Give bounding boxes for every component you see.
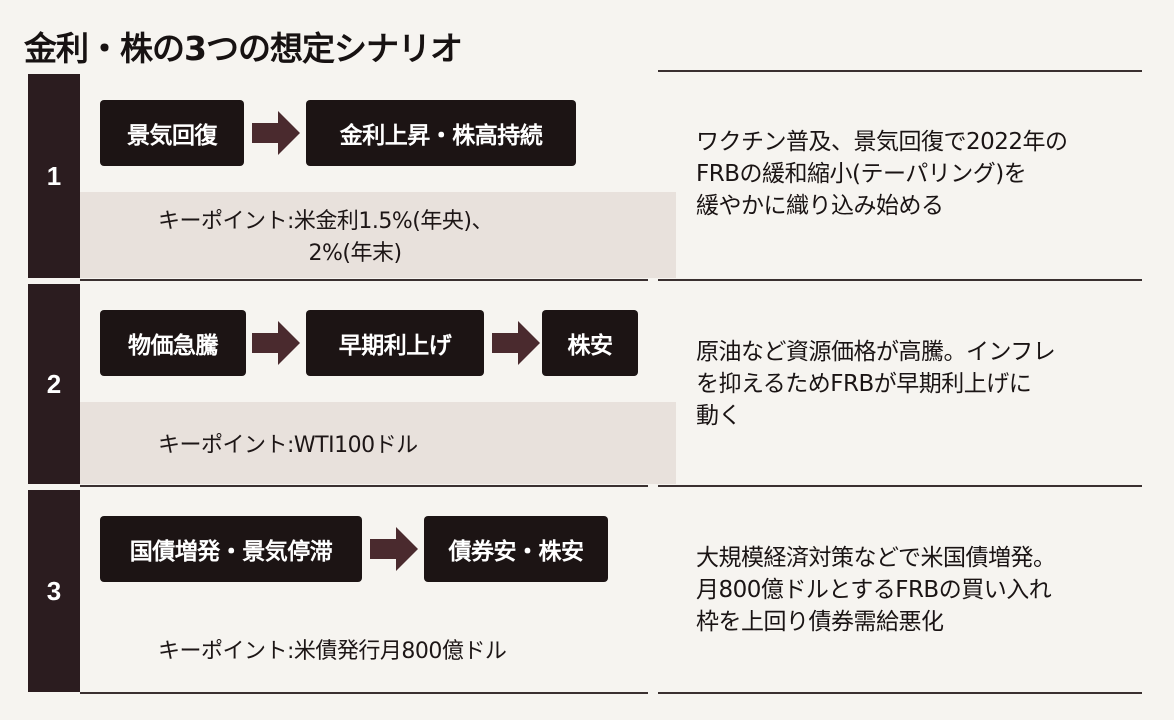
scenario-description: 原油など資源価格が高騰。インフレ を抑えるためFRBが早期利上げに 動く (696, 339, 1056, 429)
arrow-right-icon (252, 321, 300, 365)
keypoint-text: キーポイント:米債発行月800億ドル (158, 639, 507, 664)
divider-2-left (80, 485, 648, 487)
scenario-number: 3 (46, 575, 62, 606)
arrow-right-icon (252, 111, 300, 155)
scenario-number: 2 (46, 368, 62, 399)
scenario-description: 大規模経済対策などで米国債増発。 月800億ドルとするFRBの買い入れ 枠を上回… (696, 545, 1056, 635)
divider-1-right (658, 279, 1142, 281)
arrow-right-icon (492, 321, 540, 365)
scenario-1: 1 景気回復 金利上昇・株高持続 キーポイント:米金利1.5%(年央)、 2%(… (28, 74, 1146, 278)
step-box: 債券安・株安 (424, 516, 608, 582)
bottom-rule-left (80, 692, 648, 694)
keypoint-band (80, 608, 676, 692)
scenario-number-column: 1 (28, 74, 80, 278)
arrow-right-icon (370, 527, 418, 571)
scenario-description: ワクチン普及、景気回復で2022年の FRBの緩和縮小(テーパリング)を 緩やか… (696, 129, 1068, 219)
scenario-flow-panel: 国債増発・景気停滞 債券安・株安 キーポイント:米債発行月800億ドル (80, 490, 676, 692)
scenario-2: 2 物価急騰 早期利上げ 株安 キーポイント:WTI100ドル 原油など資源価格… (28, 284, 1146, 484)
step-box: 金利上昇・株高持続 (306, 100, 576, 166)
step-box: 物価急騰 (100, 310, 246, 376)
scenario-number-column: 2 (28, 284, 80, 484)
step-box: 国債増発・景気停滞 (100, 516, 362, 582)
keypoint-text: キーポイント:米金利1.5%(年央)、 2%(年末) (158, 209, 493, 266)
scenario-number: 1 (46, 160, 62, 191)
top-rule-right (658, 70, 1142, 72)
keypoint-band (80, 192, 676, 278)
scenario-3: 3 国債増発・景気停滞 債券安・株安 キーポイント:米債発行月800億ドル 大規… (28, 490, 1146, 692)
bottom-rule-right (658, 692, 1142, 694)
scenario-flow-panel: 物価急騰 早期利上げ 株安 キーポイント:WTI100ドル (80, 284, 676, 484)
step-box: 株安 (542, 310, 638, 376)
scenario-flow-panel: 景気回復 金利上昇・株高持続 キーポイント:米金利1.5%(年央)、 2%(年末… (80, 74, 676, 278)
divider-2-right (658, 485, 1142, 487)
page-title: 金利・株の3つの想定シナリオ (24, 29, 463, 68)
keypoint-band (80, 402, 676, 484)
divider-1-left (80, 279, 648, 281)
step-box: 景気回復 (100, 100, 244, 166)
keypoint-text: キーポイント:WTI100ドル (158, 433, 418, 458)
scenario-number-column: 3 (28, 490, 80, 692)
step-box: 早期利上げ (306, 310, 484, 376)
